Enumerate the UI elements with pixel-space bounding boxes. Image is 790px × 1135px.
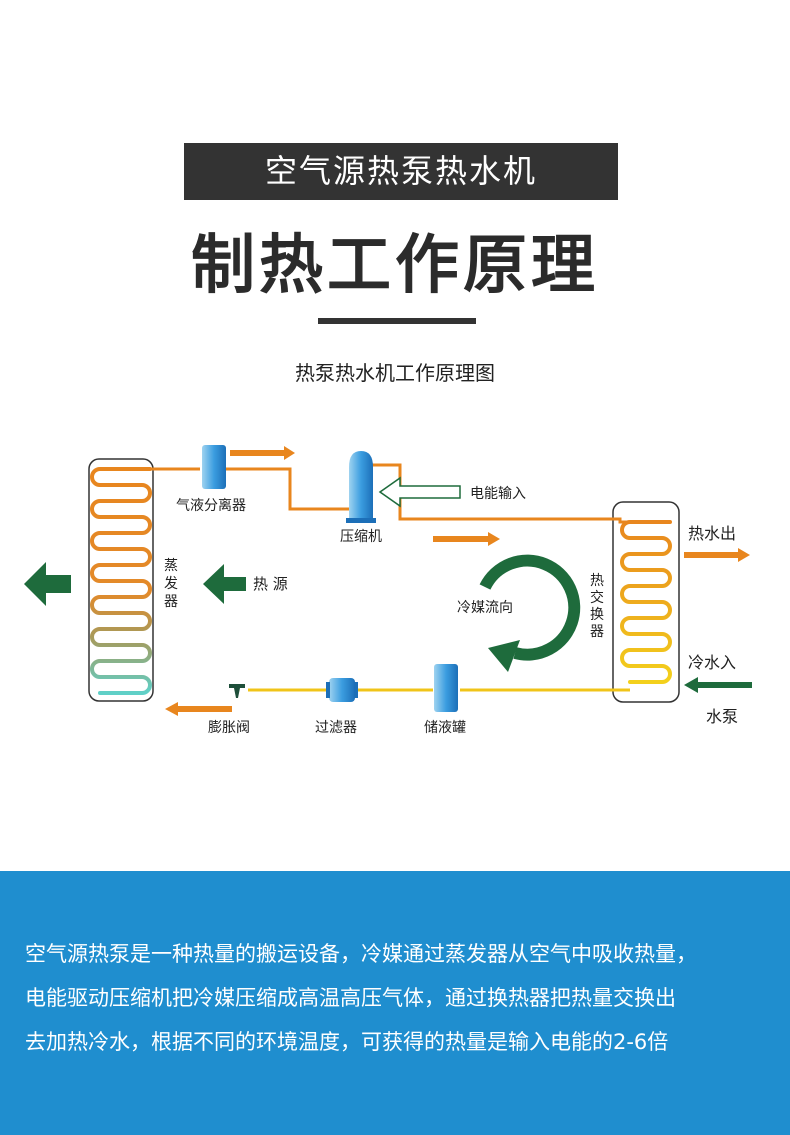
power-input-label: 电能输入 — [470, 486, 526, 502]
filter-cap-right — [354, 682, 358, 698]
refrigerant-flow-arrowhead — [488, 640, 520, 672]
flow-arrow-top — [230, 446, 295, 460]
receiver-tank — [434, 664, 458, 712]
hot-water-out-arrow — [684, 548, 750, 562]
description-line: 去加热冷水，根据不同的环境温度，可获得的热量是输入电能的2-6倍 — [25, 1030, 669, 1054]
gas-liquid-separator — [202, 445, 226, 489]
expansion-valve-label: 膨胀阀 — [208, 719, 250, 736]
description-text: 空气源热泵是一种热量的搬运设备，冷媒通过蒸发器从空气中吸收热量， 电能驱动压缩机… — [25, 932, 785, 1064]
heat-exchanger-label-4: 器 — [590, 624, 604, 640]
refrigerant-flow-arrow — [479, 554, 581, 661]
heat-exchanger-label-3: 换 — [590, 606, 604, 623]
exhaust-arrow — [24, 562, 71, 606]
water-pump-label: 水泵 — [706, 707, 738, 726]
heat-exchanger-label-1: 热 — [590, 573, 604, 589]
cold-water-in-arrow — [684, 677, 752, 693]
heat-source-arrow — [203, 564, 246, 604]
diagram-title: 热泵热水机工作原理图 — [295, 361, 495, 385]
filter-label: 过滤器 — [315, 720, 357, 736]
heat-source-label: 热 源 — [253, 575, 288, 593]
refrigerant-flow-label: 冷媒流向 — [457, 600, 513, 616]
heat-exchanger-coil — [620, 520, 672, 684]
description-line: 空气源热泵是一种热量的搬运设备，冷媒通过蒸发器从空气中吸收热量， — [25, 942, 697, 966]
description-panel — [0, 871, 790, 1135]
compressor-label: 压缩机 — [340, 529, 382, 545]
heat-exchanger-label-2: 交 — [590, 589, 604, 606]
expansion-valve — [229, 684, 245, 698]
main-title: 制热工作原理 — [191, 229, 599, 303]
compressor — [349, 451, 373, 520]
banner-title: 空气源热泵热水机 — [184, 143, 618, 200]
receiver-label: 储液罐 — [424, 720, 466, 736]
filter-cap-left — [326, 682, 330, 698]
heat-pump-diagram: 气液分离器 电能输入 压缩机 热水出 蒸 发 器 热 源 冷媒流向 热 交 换 … — [24, 445, 752, 736]
evaporator-label-3: 器 — [164, 594, 178, 610]
evaporator-label-2: 发 — [164, 576, 178, 592]
flow-arrow-bottom — [165, 702, 232, 716]
evaporator-label-1: 蒸 — [164, 558, 178, 574]
title-underline — [318, 318, 476, 324]
power-input-arrow — [378, 476, 461, 508]
suction-pipe — [150, 467, 352, 511]
description-line: 电能驱动压缩机把冷媒压缩成高温高压气体，通过换热器把热量交换出 — [25, 986, 676, 1010]
flow-arrow-mid — [433, 532, 500, 546]
evaporator-coil — [90, 467, 152, 695]
hot-water-out-label: 热水出 — [688, 524, 736, 543]
discharge-pipe — [372, 463, 670, 524]
filter — [329, 678, 355, 702]
cold-water-in-label: 冷水入 — [688, 653, 736, 672]
compressor-base — [346, 518, 376, 523]
separator-label: 气液分离器 — [176, 497, 246, 514]
